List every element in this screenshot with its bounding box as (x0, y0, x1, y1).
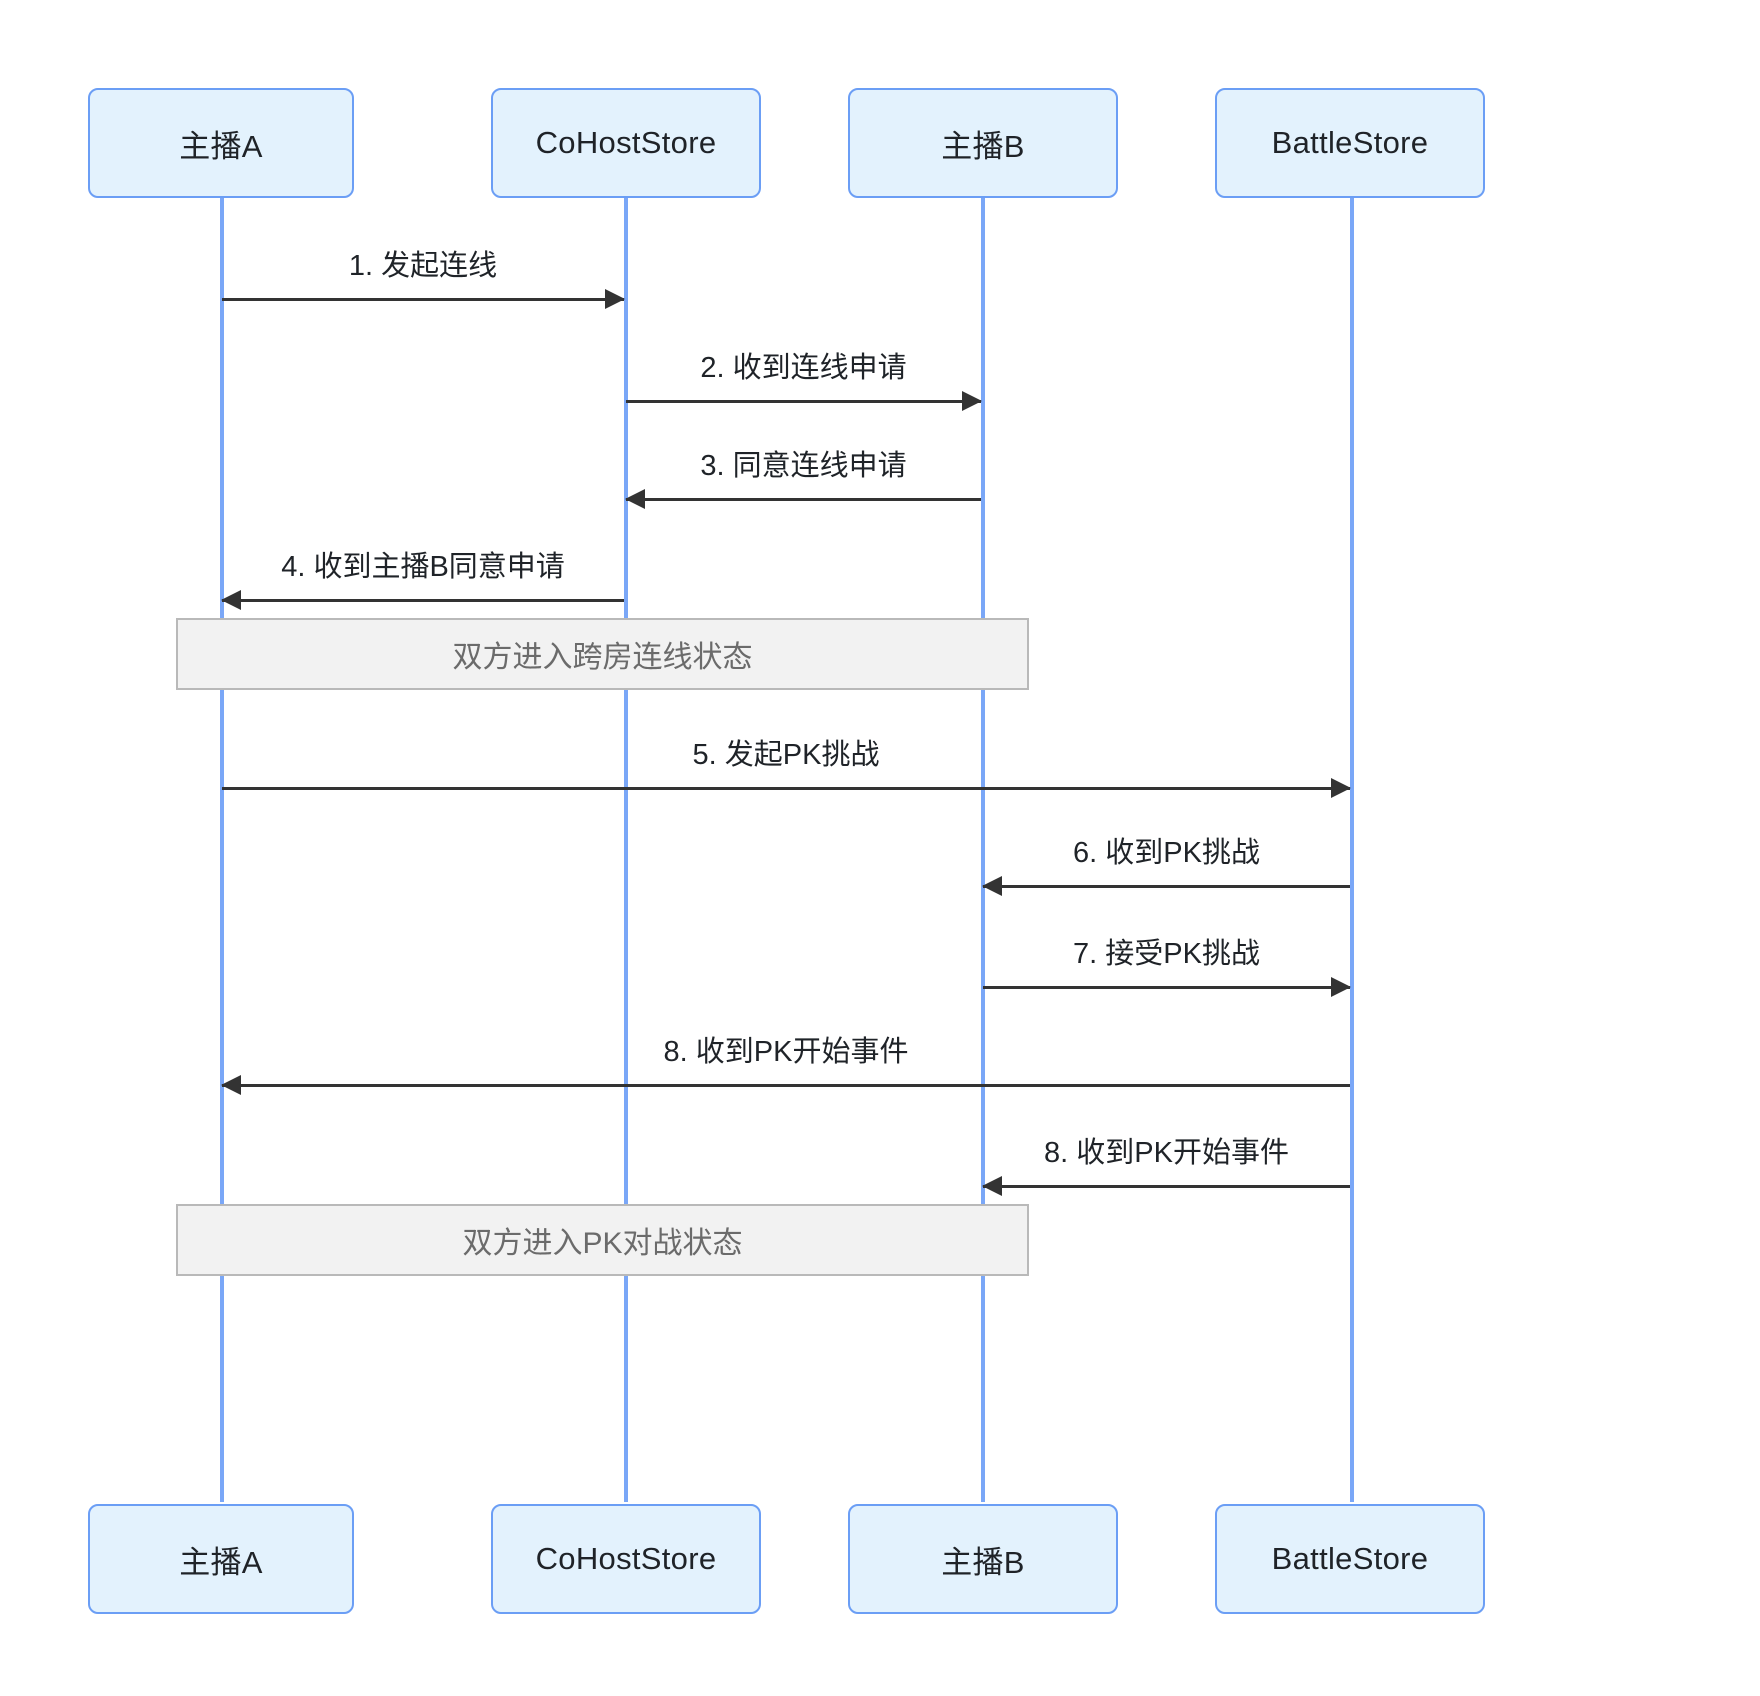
participant-box-bottom-cohoststore[interactable]: CoHostStore (491, 1504, 761, 1614)
message-label: 3. 同意连线申请 (700, 450, 907, 482)
arrowhead-left-icon (221, 1075, 241, 1095)
message-line (626, 498, 981, 501)
arrowhead-left-icon (982, 876, 1002, 896)
participant-box-top-battlestore[interactable]: BattleStore (1215, 88, 1485, 198)
participant-box-top-hostB[interactable]: 主播B (848, 88, 1118, 198)
participant-label: 主播A (179, 128, 263, 164)
note-cross-room-state: 双方进入跨房连线状态 (176, 618, 1029, 690)
note-label: 双方进入跨房连线状态 (452, 641, 753, 674)
arrowhead-left-icon (982, 1176, 1002, 1196)
message-line (222, 599, 624, 602)
arrowhead-right-icon (1331, 778, 1351, 798)
participant-box-bottom-hostB[interactable]: 主播B (848, 1504, 1118, 1614)
arrowhead-right-icon (962, 391, 982, 411)
lifeline-hostB (981, 196, 985, 1502)
lifeline-battlestore (1350, 196, 1354, 1502)
note-pk-battle-state: 双方进入PK对战状态 (176, 1204, 1029, 1276)
lifeline-cohoststore (624, 196, 628, 1502)
message-label: 1. 发起连线 (348, 250, 498, 282)
message-line (983, 1185, 1350, 1188)
message-label: 4. 收到主播B同意申请 (281, 551, 565, 583)
participant-box-bottom-battlestore[interactable]: BattleStore (1215, 1504, 1485, 1614)
arrowhead-left-icon (625, 489, 645, 509)
participant-box-top-hostA[interactable]: 主播A (88, 88, 354, 198)
participant-label: 主播B (941, 1544, 1025, 1580)
message-line (983, 986, 1350, 989)
note-label: 双方进入PK对战状态 (462, 1227, 743, 1260)
arrowhead-right-icon (605, 289, 625, 309)
participant-box-top-cohoststore[interactable]: CoHostStore (491, 88, 761, 198)
participant-label: BattleStore (1271, 125, 1429, 160)
participant-label: 主播A (179, 1544, 263, 1580)
message-line (626, 400, 981, 403)
message-line (983, 885, 1350, 888)
message-label: 7. 接受PK挑战 (1073, 938, 1260, 970)
lifeline-hostA (220, 196, 224, 1502)
message-label: 5. 发起PK挑战 (692, 739, 880, 771)
arrowhead-right-icon (1331, 977, 1351, 997)
participant-label: CoHostStore (535, 1541, 717, 1576)
participant-label: CoHostStore (535, 125, 717, 160)
message-label: 2. 收到连线申请 (700, 352, 907, 384)
message-line (222, 787, 1350, 790)
arrowhead-left-icon (221, 590, 241, 610)
participant-label: 主播B (941, 128, 1025, 164)
message-line (222, 1084, 1350, 1087)
message-label: 6. 收到PK挑战 (1073, 837, 1260, 869)
message-label: 8. 收到PK开始事件 (1044, 1137, 1289, 1169)
message-line (222, 298, 624, 301)
participant-label: BattleStore (1271, 1541, 1429, 1576)
participant-box-bottom-hostA[interactable]: 主播A (88, 1504, 354, 1614)
message-label: 8. 收到PK开始事件 (663, 1036, 909, 1068)
